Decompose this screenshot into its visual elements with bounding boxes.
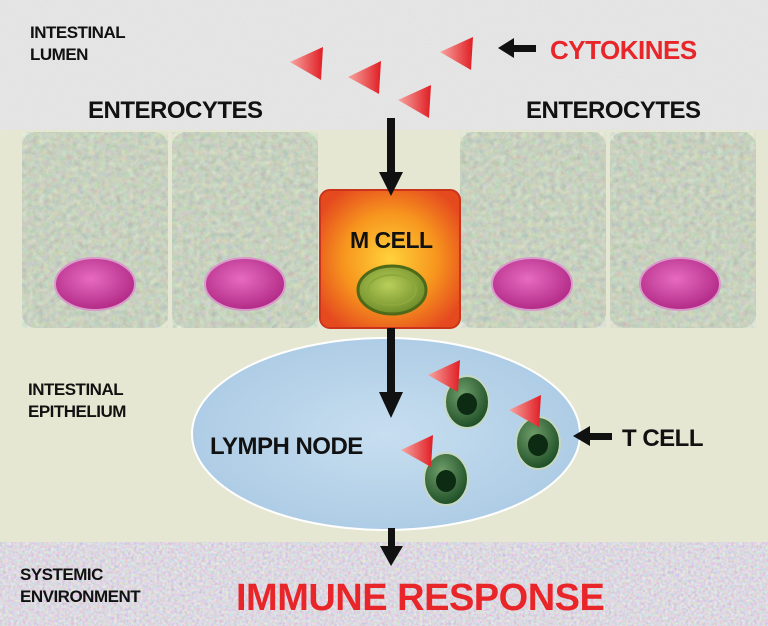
enterocyte-nucleus (54, 257, 136, 311)
t-cell-label: T CELL (622, 425, 703, 452)
immune-response-label: IMMUNE RESPONSE (236, 577, 604, 619)
systemic-environment-label-line2: ENVIRONMENT (20, 587, 141, 606)
arrow-lymph-node-to-systemic (380, 528, 403, 566)
t-cell (423, 452, 469, 506)
enterocyte-cell (460, 132, 606, 328)
enterocyte-cell (172, 132, 318, 328)
arrow-m-cell-to-lymph-node (379, 328, 403, 418)
arrow-pointing-to-t-cell (573, 426, 612, 446)
systemic-environment-label-line1: SYSTEMIC (20, 565, 103, 584)
cytokines-label: CYTOKINES (550, 35, 697, 65)
enterocyte-nucleus (639, 257, 721, 311)
cytokine-triangle (290, 47, 323, 80)
cytokine-triangle (440, 37, 473, 70)
cytokine-triangle (348, 61, 381, 94)
cytokine-triangle (509, 395, 541, 427)
cytokine-triangle (428, 360, 460, 392)
enterocyte-nucleus (491, 257, 573, 311)
intestinal-lumen-label-line2: LUMEN (30, 45, 88, 64)
cytokine-triangle (398, 85, 431, 118)
lumen-texture (0, 0, 768, 130)
intestinal-epithelium-label-line2: EPITHELIUM (28, 402, 126, 421)
m-cell (319, 189, 461, 329)
enterocyte-nucleus (204, 257, 286, 311)
m-cell-nucleus (356, 264, 428, 316)
systemic-texture (0, 542, 768, 626)
enterocytes-right-label: ENTEROCYTES (526, 97, 701, 124)
arrow-lumen-to-m-cell (379, 118, 403, 196)
intestinal-lumen-label-line1: INTESTINAL (30, 23, 125, 42)
m-cell-label: M CELL (350, 227, 433, 253)
lymph-node-label: LYMPH NODE (210, 433, 363, 460)
intestinal-epithelium-label-line1: INTESTINAL (28, 380, 123, 399)
enterocyte-cell (22, 132, 168, 328)
arrow-pointing-to-cytokines (498, 38, 536, 58)
enterocytes-left-label: ENTEROCYTES (88, 97, 263, 124)
enterocyte-cell (610, 132, 756, 328)
cytokine-triangle (401, 435, 433, 467)
